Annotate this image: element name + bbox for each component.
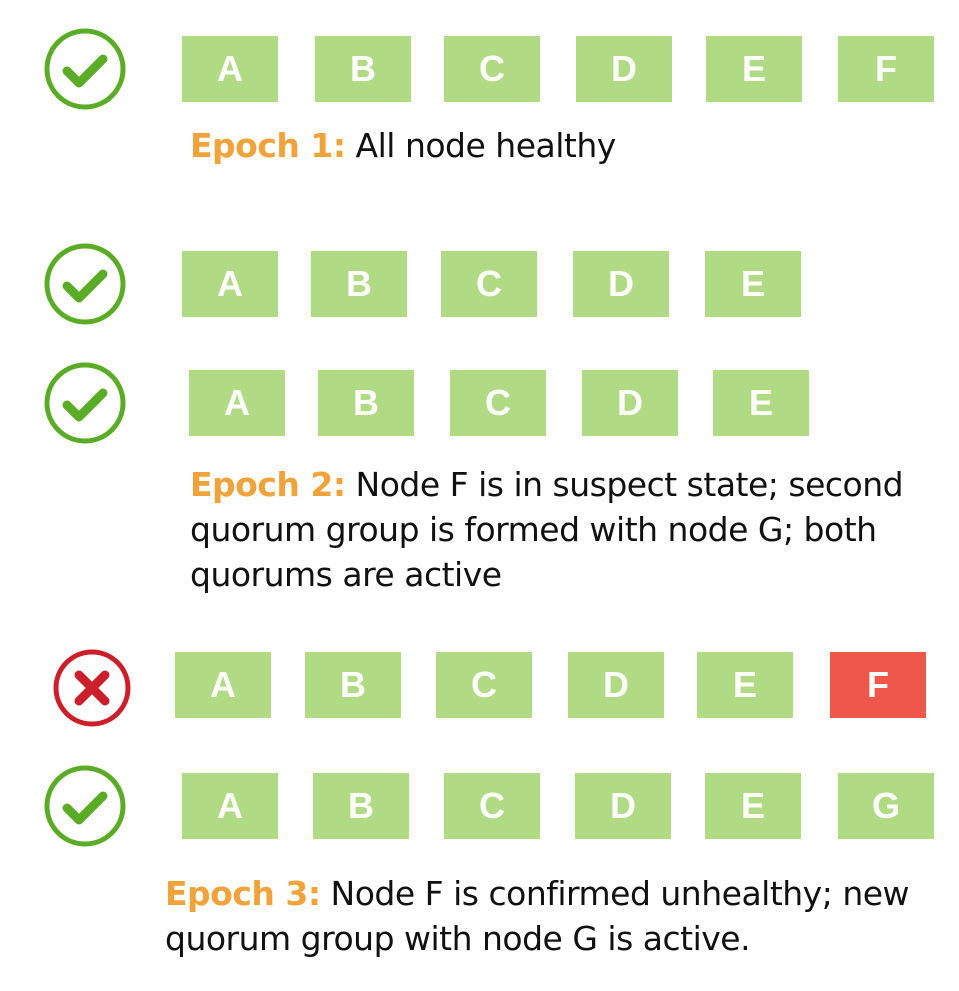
check-icon [44, 28, 126, 110]
node-A: A [182, 251, 278, 317]
node-C: C [444, 773, 540, 839]
node-E: E [713, 370, 809, 436]
epoch2-label: Epoch 2: [190, 465, 346, 504]
epoch3-label: Epoch 3: [165, 874, 321, 913]
node-D: D [573, 251, 669, 317]
node-C: C [444, 36, 540, 102]
epoch1-row1: A B C D E F [0, 28, 959, 110]
epoch2-caption-line1: Epoch 2: Node F is in suspect state; sec… [190, 462, 904, 507]
epoch3-description-line1: Node F is confirmed unhealthy; new [330, 874, 910, 913]
epoch1-caption: Epoch 1: All node healthy [190, 123, 616, 168]
node-A: A [182, 36, 278, 102]
node-F: F [838, 36, 934, 102]
check-icon [44, 362, 126, 444]
epoch2-row1: A B C D E [0, 243, 959, 325]
epoch3-description-line2: quorum group with node G is active. [165, 919, 751, 958]
epoch3-caption-line1: Epoch 3: Node F is confirmed unhealthy; … [165, 871, 910, 916]
node-C: C [450, 370, 546, 436]
epoch3-row1: A B C D E F [0, 649, 959, 727]
epoch2-row2: A B C D E [0, 362, 959, 444]
check-icon [44, 765, 126, 847]
check-icon [44, 243, 126, 325]
epoch1-label: Epoch 1: [190, 126, 346, 165]
epoch2-description-line1: Node F is in suspect state; second [355, 465, 904, 504]
node-A: A [182, 773, 278, 839]
epoch3-caption: Epoch 3: Node F is confirmed unhealthy; … [165, 871, 910, 961]
node-A: A [175, 652, 271, 718]
epoch3-row2: A B C D E G [0, 765, 959, 847]
epoch1-description: All node healthy [355, 126, 617, 165]
node-C: C [436, 652, 532, 718]
node-B: B [313, 773, 409, 839]
node-F-unhealthy: F [830, 652, 926, 718]
node-B: B [311, 251, 407, 317]
node-B: B [305, 652, 401, 718]
epoch2-description-line3: quorums are active [190, 555, 502, 594]
node-E: E [706, 36, 802, 102]
epoch2-description-line2: quorum group is formed with node G; both [190, 510, 877, 549]
x-icon [53, 649, 131, 727]
node-G: G [838, 773, 934, 839]
node-E: E [705, 251, 801, 317]
node-B: B [318, 370, 414, 436]
node-D: D [575, 773, 671, 839]
node-A: A [189, 370, 285, 436]
epoch2-caption: Epoch 2: Node F is in suspect state; sec… [190, 462, 904, 597]
node-B: B [315, 36, 411, 102]
node-D: D [568, 652, 664, 718]
node-D: D [582, 370, 678, 436]
node-E: E [697, 652, 793, 718]
node-D: D [576, 36, 672, 102]
node-E: E [705, 773, 801, 839]
node-C: C [441, 251, 537, 317]
